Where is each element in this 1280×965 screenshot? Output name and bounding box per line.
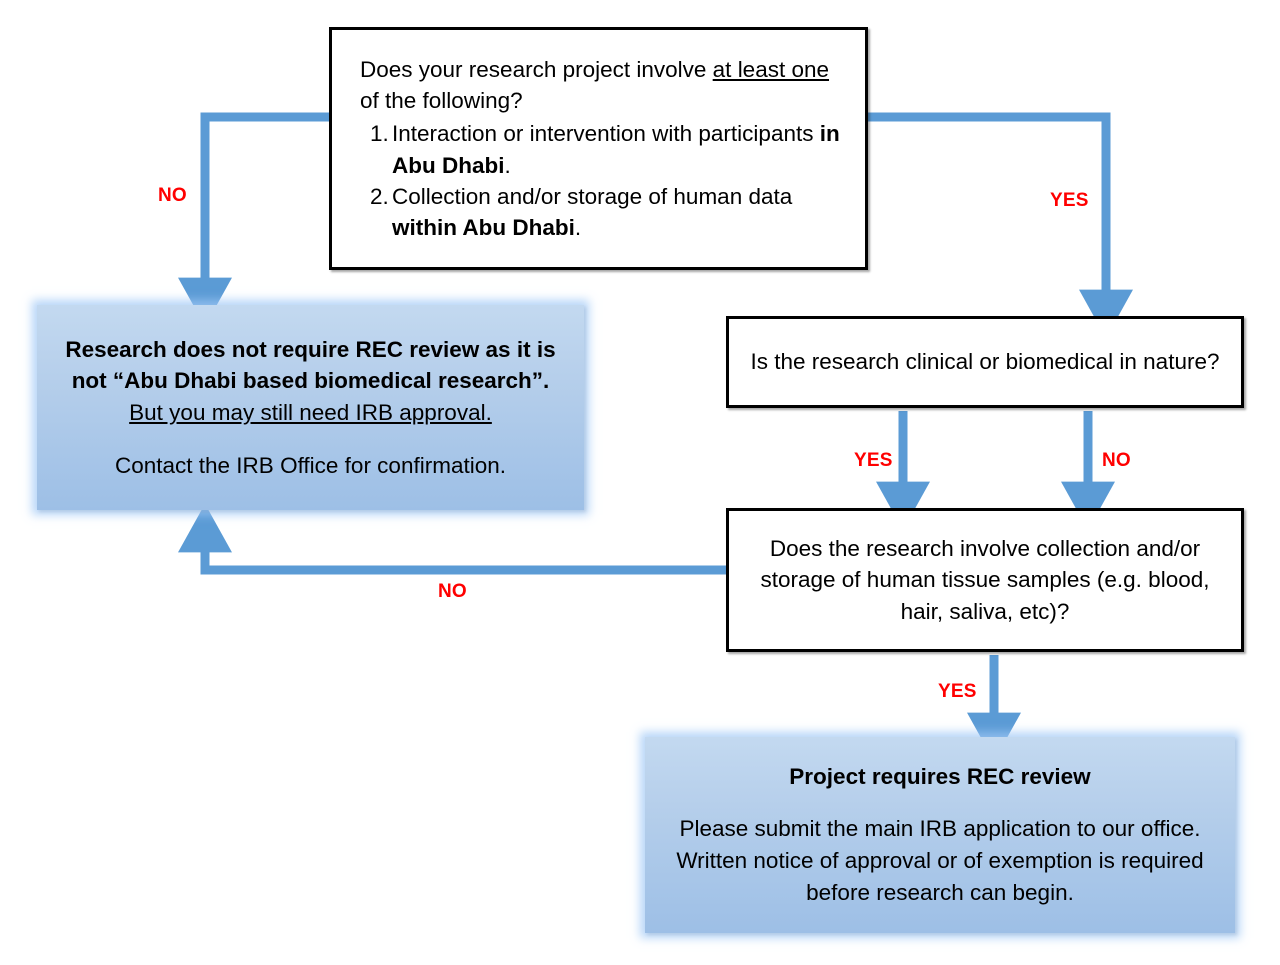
node-question-3[interactable]: Does the research involve collection and… bbox=[726, 508, 1244, 652]
edge-label-q3-yes: YES bbox=[938, 681, 977, 702]
question-1-heading-part1: Does your research project involve bbox=[360, 57, 713, 83]
edge-label-q1-yes: YES bbox=[1050, 190, 1089, 211]
node-question-1[interactable]: Does your research project involve at le… bbox=[329, 27, 868, 270]
question-1-heading-part2: of the following? bbox=[360, 88, 523, 114]
question-1-options: 1. Interaction or intervention with part… bbox=[346, 118, 851, 242]
option-1-text-emphasis: in Abu Dhabi bbox=[392, 121, 840, 178]
edge-label-q2-no: NO bbox=[1102, 450, 1131, 471]
node-outcome-rec-review-required[interactable]: Project requires REC review Please submi… bbox=[645, 737, 1235, 933]
option-2-text-part2: . bbox=[574, 214, 582, 240]
option-2-text-emphasis: within Abu Dhabi bbox=[392, 214, 575, 240]
edge-q3-no bbox=[178, 503, 726, 575]
option-2-text: Collection and/or storage of human data … bbox=[392, 181, 851, 243]
outcome-no-rec-line1: Research does not require REC review as … bbox=[65, 336, 556, 394]
outcome-rec-spacer bbox=[661, 793, 1219, 813]
option-2-text-part1: Collection and/or storage of human data bbox=[392, 183, 793, 209]
question-1-heading: Does your research project involve at le… bbox=[346, 54, 851, 116]
question-3-text: Does the research involve collection and… bbox=[760, 536, 1210, 624]
option-1-text-part1: Interaction or intervention with partici… bbox=[392, 121, 820, 147]
outcome-no-rec-line2: But you may still need IRB approval. bbox=[129, 400, 492, 426]
node-outcome-no-rec-review[interactable]: Research does not require REC review as … bbox=[37, 305, 584, 510]
edge-label-q1-no: NO bbox=[158, 185, 187, 206]
edge-q1-yes bbox=[868, 112, 1133, 339]
outcome-no-rec-line3: Contact the IRB Office for confirmation. bbox=[114, 452, 506, 478]
option-1-number: 1. bbox=[370, 121, 389, 147]
question-2-text: Is the research clinical or biomedical i… bbox=[750, 349, 1220, 375]
node-question-2[interactable]: Is the research clinical or biomedical i… bbox=[726, 316, 1244, 408]
question-1-option-1: 1. Interaction or intervention with part… bbox=[346, 118, 851, 180]
option-2-number: 2. bbox=[370, 183, 389, 209]
edge-label-q3-no: NO bbox=[438, 581, 467, 602]
option-1-text: Interaction or intervention with partici… bbox=[392, 118, 851, 180]
outcome-rec-heading: Project requires REC review bbox=[789, 764, 1091, 789]
edge-label-q2-yes: YES bbox=[854, 450, 893, 471]
outcome-no-rec-spacer bbox=[53, 429, 568, 449]
option-1-text-part2: . bbox=[504, 152, 511, 178]
question-1-heading-emphasis: at least one bbox=[712, 57, 830, 83]
question-1-option-2: 2. Collection and/or storage of human da… bbox=[346, 181, 851, 243]
outcome-rec-body: Please submit the main IRB application t… bbox=[676, 816, 1204, 906]
edge-q1-no bbox=[178, 112, 329, 327]
